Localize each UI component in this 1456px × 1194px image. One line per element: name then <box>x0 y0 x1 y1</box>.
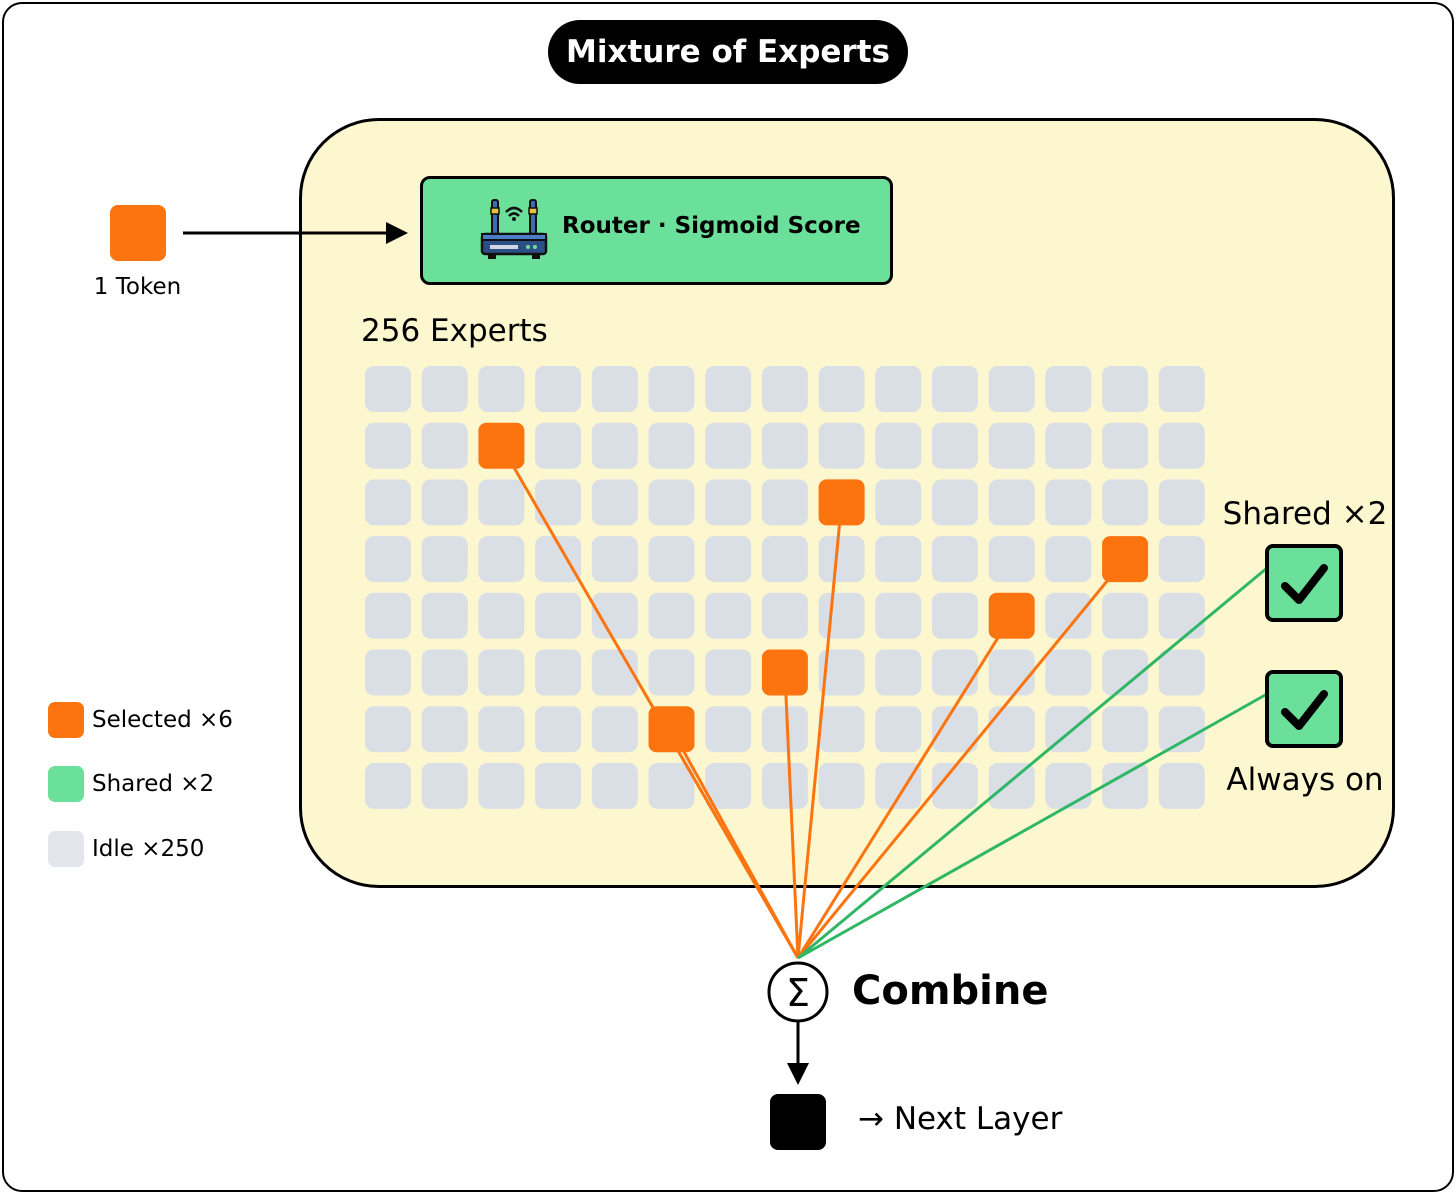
legend-item-selected: Selected ×6 <box>48 702 233 738</box>
legend-swatch-idle <box>48 831 84 867</box>
legend-item-shared: Shared ×2 <box>48 766 214 802</box>
input-token <box>110 205 166 261</box>
legend-item-idle: Idle ×250 <box>48 831 204 867</box>
legend-swatch-selected <box>48 702 84 738</box>
diagram-title: Mixture of Experts <box>548 20 908 84</box>
legend-label-idle: Idle ×250 <box>92 836 205 862</box>
legend-swatch-shared <box>48 766 84 802</box>
combine-label: Combine <box>852 968 1049 1014</box>
input-token-label: 1 Token <box>93 274 182 300</box>
shared-bottom-label: Always on <box>1226 762 1384 798</box>
experts-label: 256 Experts <box>361 313 548 349</box>
router-label: Router · Sigmoid Score <box>562 213 861 239</box>
shared-top-label: Shared ×2 <box>1222 496 1388 532</box>
legend-label-shared: Shared ×2 <box>92 771 215 797</box>
router-icon <box>480 199 548 259</box>
legend-label-selected: Selected ×6 <box>92 707 233 733</box>
next-layer-label: → Next Layer <box>858 1101 1063 1137</box>
output-token <box>770 1094 826 1150</box>
